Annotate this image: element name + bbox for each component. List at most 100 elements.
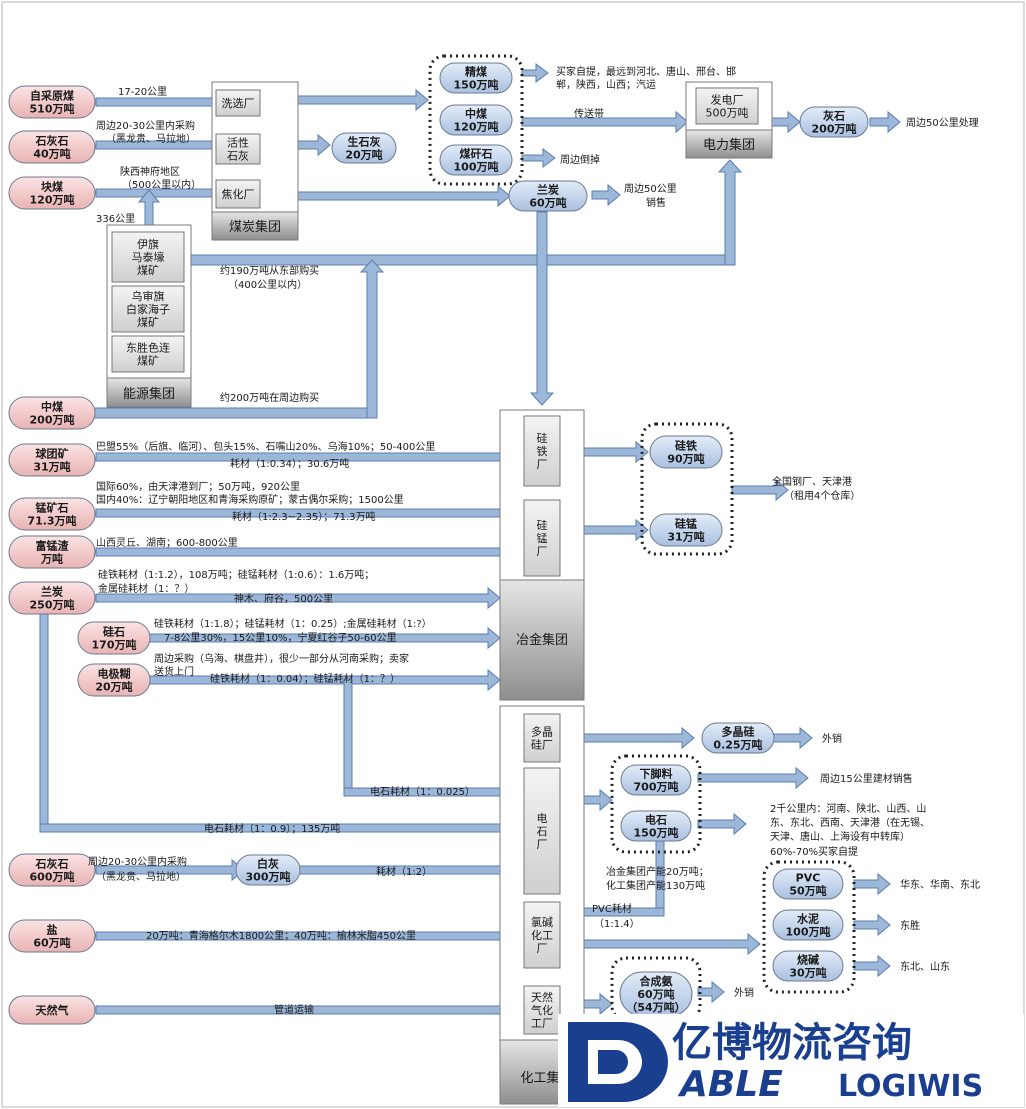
- mine-wushen-label-1: 白家海子: [126, 302, 170, 316]
- label-l19a: 硅铁耗材（1:1.8）；硅锰耗材（1：0.25）;金属硅耗材（1:?）: [154, 617, 432, 630]
- product-polysi-text-1: 0.25万吨: [713, 738, 762, 752]
- product-carbide-text-1: 150万吨: [634, 826, 679, 840]
- source-semicoke-text-0: 兰炭: [41, 585, 63, 599]
- label-l15: 国内40%：辽宁朝阳地区和青海采购原矿；蒙古偶尔采购；1500公里: [96, 493, 404, 506]
- mid-coal-bar: [75, 407, 377, 419]
- source-electrode-text-1: 20万吨: [95, 680, 132, 694]
- lime-to-quicklime-arrow: [297, 133, 331, 157]
- product-caustic-text-1: 30万吨: [789, 966, 826, 980]
- product-fine-coal-text-1: 150万吨: [454, 78, 499, 92]
- mine-yiqi-label-2: 煤矿: [137, 264, 159, 277]
- product-sife-text-0: 硅铁: [675, 439, 697, 453]
- residue-out-arrow: [697, 766, 809, 790]
- source-raw-coal-text-0: 自采原煤: [30, 89, 75, 103]
- carbide-plant-label-0: 电: [537, 812, 548, 825]
- sife-plant: 硅铁厂: [523, 415, 561, 487]
- source-mn-ore-text-0: 锰矿石: [36, 501, 69, 515]
- source-pellet-text-1: 31万吨: [33, 460, 70, 474]
- product-caustic-text-0: 烧碱: [797, 953, 819, 967]
- label-l20a: 周边采购（乌海、棋盘井），很少一部分从河南采购；卖家: [154, 652, 409, 665]
- source-raw-coal-text-1: 510万吨: [30, 102, 75, 116]
- carbide-plant: 电石厂: [523, 767, 561, 895]
- flow-arrows: [39, 63, 901, 1022]
- semicoke-to-carbide-bar: [39, 605, 49, 833]
- coal-products-dotted-group: [428, 54, 524, 186]
- pvc-out-arrow: [853, 872, 891, 896]
- power-plant-label-0: 发电厂: [711, 93, 744, 107]
- label-l12: 巴盟55%（后旗、临河）、包头15%、石嘴山20%、乌海10%；50-400公里: [96, 440, 435, 453]
- source-mn-slag-text-1: 万吨: [40, 552, 63, 566]
- label-l20b: 送货上门: [154, 665, 194, 678]
- product-mid-coal-text-0: 中煤: [465, 107, 488, 121]
- source-limestone-text-1: 40万吨: [33, 147, 70, 161]
- metal-group-title: 冶金集团: [516, 632, 568, 648]
- source-electrode-text-0: 电极糊: [98, 667, 131, 681]
- mine-dongsheng-label-0: 东胜色连: [126, 341, 170, 355]
- label-l1: 17-20公里: [118, 86, 167, 98]
- source-limestone-2-text-0: 石灰石: [35, 857, 69, 871]
- source-limestone-text-0: 石灰石: [35, 134, 69, 148]
- simn-plant: 硅锰厂: [523, 499, 561, 577]
- product-carbide-text-0: 电石: [645, 813, 667, 827]
- label-l26d: 60%-70%买家自提: [770, 845, 858, 858]
- label-l34: 东胜: [900, 919, 920, 932]
- label-l19b: 7-8公里30%，15公里10%，宁夏红谷子50-60公里: [164, 631, 397, 644]
- label-l10b: 销售: [646, 196, 666, 209]
- product-semicoke-text-1: 60万吨: [529, 196, 566, 210]
- product-pvc-text-0: PVC: [796, 872, 821, 885]
- label-l30a: 冶金集团产能20万吨；: [606, 865, 709, 878]
- label-l22a: 全国钢厂、天津港: [772, 475, 852, 488]
- label-l4: 336公里: [96, 213, 135, 225]
- label-l23: 外销: [822, 732, 842, 745]
- source-salt-text-1: 60万吨: [33, 936, 70, 950]
- label-l28b: （黑龙贵、马拉地）: [96, 870, 186, 883]
- label-l8: 传送带: [574, 107, 604, 120]
- coking-plant-label-0: 焦化厂: [222, 187, 255, 201]
- ammonia-out-arrow: [697, 980, 725, 1004]
- chlor-products-dotted-group: [762, 860, 856, 994]
- source-salt-text-0: 盐: [47, 923, 58, 937]
- gangue-out-arrow: [521, 148, 556, 168]
- label-l3a: 陕西神府地区: [120, 165, 180, 178]
- product-gangue-text-1: 100万吨: [454, 160, 499, 174]
- semicoke-to-metal-arrow: [529, 211, 555, 406]
- product-polysi-text-0: 多晶硅: [722, 725, 755, 739]
- source-mn-ore-text-1: 71.3万吨: [27, 514, 76, 528]
- label-l26a: 2千公里内：河南、陕北、山西、山: [770, 802, 926, 815]
- semicoke-sales-arrow: [591, 183, 621, 207]
- label-l35: 东北、山东: [900, 960, 950, 973]
- gas-chem-plant-label-0: 天然: [531, 990, 553, 1004]
- product-mid-coal-text-1: 120万吨: [454, 120, 499, 134]
- product-quicklime-text-1: 20万吨: [345, 148, 382, 162]
- carbide-plant-label-2: 厂: [537, 838, 548, 851]
- alloy-products-dotted-group: [640, 422, 734, 556]
- cement-out-arrow: [853, 913, 891, 937]
- label-l26c: 天津、唐山、上海设有中转库）: [770, 830, 910, 843]
- source-mid-coal-text-1: 200万吨: [30, 413, 75, 427]
- logo-cn-name: 亿博物流咨询: [672, 1020, 912, 1066]
- chlor-plant-label-0: 氯碱: [531, 915, 553, 929]
- wash-plant: 洗选厂: [215, 89, 261, 117]
- label-l36: 管道运输: [274, 1003, 314, 1016]
- product-gangue-text-0: 煤矸石: [460, 147, 493, 161]
- label-l25: 周边15公里建材销售: [820, 772, 913, 785]
- fine-coal-out-arrow: [521, 63, 549, 83]
- product-ash-text-1: 200万吨: [812, 122, 857, 136]
- carbide-plant-label-1: 石: [537, 825, 548, 838]
- label-l21: 硅铁耗材（1：0.04）；硅锰耗材（1：？）: [210, 672, 400, 685]
- mine-yiqi-label-0: 伊旗: [137, 237, 159, 251]
